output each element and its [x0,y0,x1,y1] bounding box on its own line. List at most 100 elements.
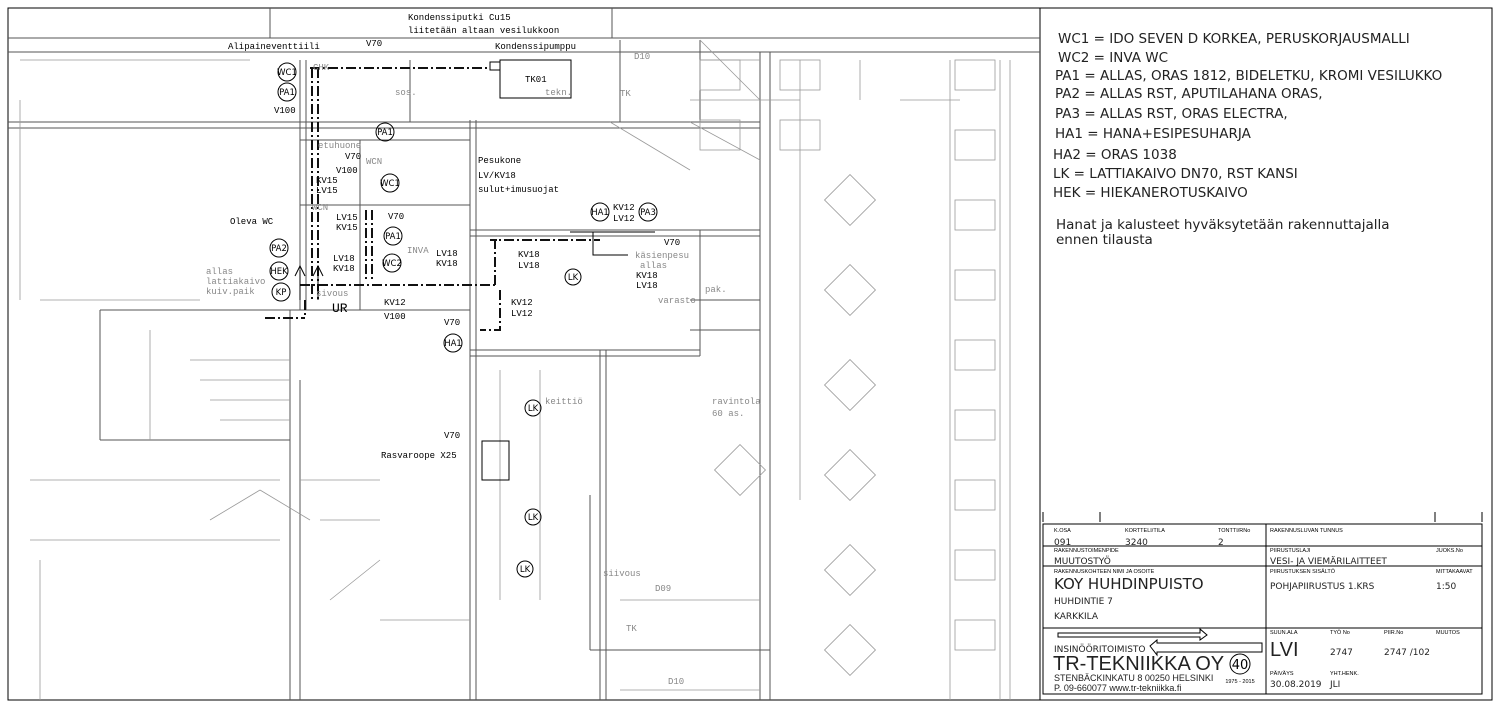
text-label: RAKENNUSTOIMENPIDE [1054,548,1119,554]
code: V70 [664,238,680,248]
code: V100 [336,166,358,176]
room-label: TK [626,624,637,634]
code: V70 [444,431,460,441]
text-label: PA2 [271,244,287,254]
anniversary-badge [1229,653,1251,675]
pipe-runs [265,59,655,481]
text-label: RAKENNUSLUVAN TUNNUS [1270,528,1343,534]
text-label: JLI [1329,680,1340,690]
room-label: varasto [658,296,696,306]
text-label: JUOKS.No [1436,548,1463,554]
text-label: LK [528,404,539,414]
room-label: käsienpesu [635,251,689,261]
text-label: VESI- JA VIEMÄRILAITTEET [1270,556,1387,567]
text-label: INSINÖÖRITOIMISTO [1054,644,1146,655]
code: KV15 [336,223,358,233]
legend: WC1 = IDO SEVEN D KORKEA, PERUSKORJAUSMA… [1053,31,1442,248]
text-label: HEK [270,267,288,277]
room-label: D09 [655,584,671,594]
text-label: MUUTOS [1436,630,1460,636]
text-label: POHJAPIIRUSTUS 1.KRS [1270,582,1375,592]
k-osa-value: 091 [1054,538,1071,548]
room-labels: TK01 tekn. sos. CHK etuhuone WCN WCN INV… [312,52,761,687]
code: LV12 [511,309,533,319]
room-label: keittiö [545,397,583,407]
text-label: PA1 [377,128,393,138]
room-label: ravintola [712,397,761,407]
text-label: HUHDINTIE 7 [1054,597,1113,607]
label-kuivpaik: kuiv.paik [206,287,255,297]
legend-item: HA2 = ORAS 1038 [1053,147,1177,163]
text-label: SUUN.ALA [1270,630,1298,636]
text-label: HA1 [591,208,609,218]
text-label: WC2 [382,259,402,269]
code: KV15 [316,176,338,186]
symbol-circle: WC1 [277,62,297,82]
code: V100 [384,312,406,322]
code: V70 [366,39,382,49]
code: KV12 [511,298,533,308]
walls [8,8,1040,700]
room-label: tekn. [545,88,572,98]
code: LV15 [336,213,358,223]
code: LV18 [518,261,540,271]
label-kondenssiputki: Kondenssiputki Cu15 [408,13,511,23]
text-label: KARKKILA [1054,612,1099,622]
text-label: TONTTI/RNo [1218,528,1250,534]
text-label: WC1 [277,68,297,78]
text-label: PÄIVÄYS [1270,670,1294,677]
legend-note: Hanat ja kalusteet hyväksytetään rakennu… [1056,217,1390,233]
text-label: KORTTELI/TILA [1125,528,1165,534]
text-label: P. 09-660077 www.tr-tekniikka.fi [1054,683,1181,693]
drawing-labels: Kondenssiputki Cu15 liitetään altaan ves… [206,13,576,461]
text-label: K.OSA [1054,528,1071,534]
symbol-circle: LK [524,508,542,526]
symbol-circle: WC1 [380,173,400,193]
code: KV18 [436,259,458,269]
code: LV15 [316,186,338,196]
symbol-circle: LK [516,560,534,578]
room-label: siivous [603,569,641,579]
room-label: CHK [313,63,330,73]
room-label: TK01 [525,75,547,85]
kortteli-value: 3240 [1125,538,1148,548]
symbol-circle: PA3 [638,202,658,222]
text-label: PIIRUSTUKSEN SISÄLTÖ [1270,568,1336,575]
label-allas: allas [206,267,233,277]
room-label: sivous [316,289,348,299]
fixture-symbols: WC1 PA1 PA1 WC1 PA1 PA2 HEK KP WC2 LK HA… [269,62,658,578]
symbol-circle: HEK [269,261,289,281]
room-label: INVA [407,246,429,256]
text-label: 2747 /102 [1384,648,1430,658]
tontti-value: 2 [1218,538,1224,548]
text-label: PA1 [279,88,295,98]
text-label: PA3 [640,208,656,218]
text-label: LK [568,273,579,283]
code: KV18 [333,264,355,274]
label-liitetaan: liitetään altaan vesilukkoon [408,26,559,36]
text-label: MITTAKAAVAT [1436,569,1473,575]
text-label: YHT.HENK. [1330,671,1359,677]
legend-item: HEK = HIEKANEROTUSKAIVO [1053,185,1248,201]
room-label: WCN [366,157,382,167]
label-alipaineventtiili: Alipaineventtiili [228,42,320,52]
text-label: MUUTOSTYÖ [1054,556,1111,567]
text-label: 40 [1232,658,1249,673]
company-name: TR-TEKNIIKKA OY [1053,653,1224,675]
text-label: PIIRUSTUSLAJI [1270,548,1311,554]
furniture-tables [699,59,996,677]
code: LV18 [636,281,658,291]
text-label: LK [520,565,531,575]
legend-item: HA1 = HANA+ESIPESUHARJA [1055,126,1252,142]
text-label: KP [276,288,287,298]
code: LV12 [613,214,635,224]
label-pesukone: Pesukone [478,156,521,166]
label-kondenssipumppu: Kondenssipumppu [495,42,576,52]
code: KV12 [613,203,635,213]
code: V70 [345,152,361,162]
room-label: D10 [668,677,684,687]
symbol-circle: HA1 [443,333,463,353]
legend-item: LK = LATTIAKAIVO DN70, RST KANSI [1053,166,1298,182]
room-label: allas [640,261,667,271]
symbol-circle: PA1 [375,122,395,142]
